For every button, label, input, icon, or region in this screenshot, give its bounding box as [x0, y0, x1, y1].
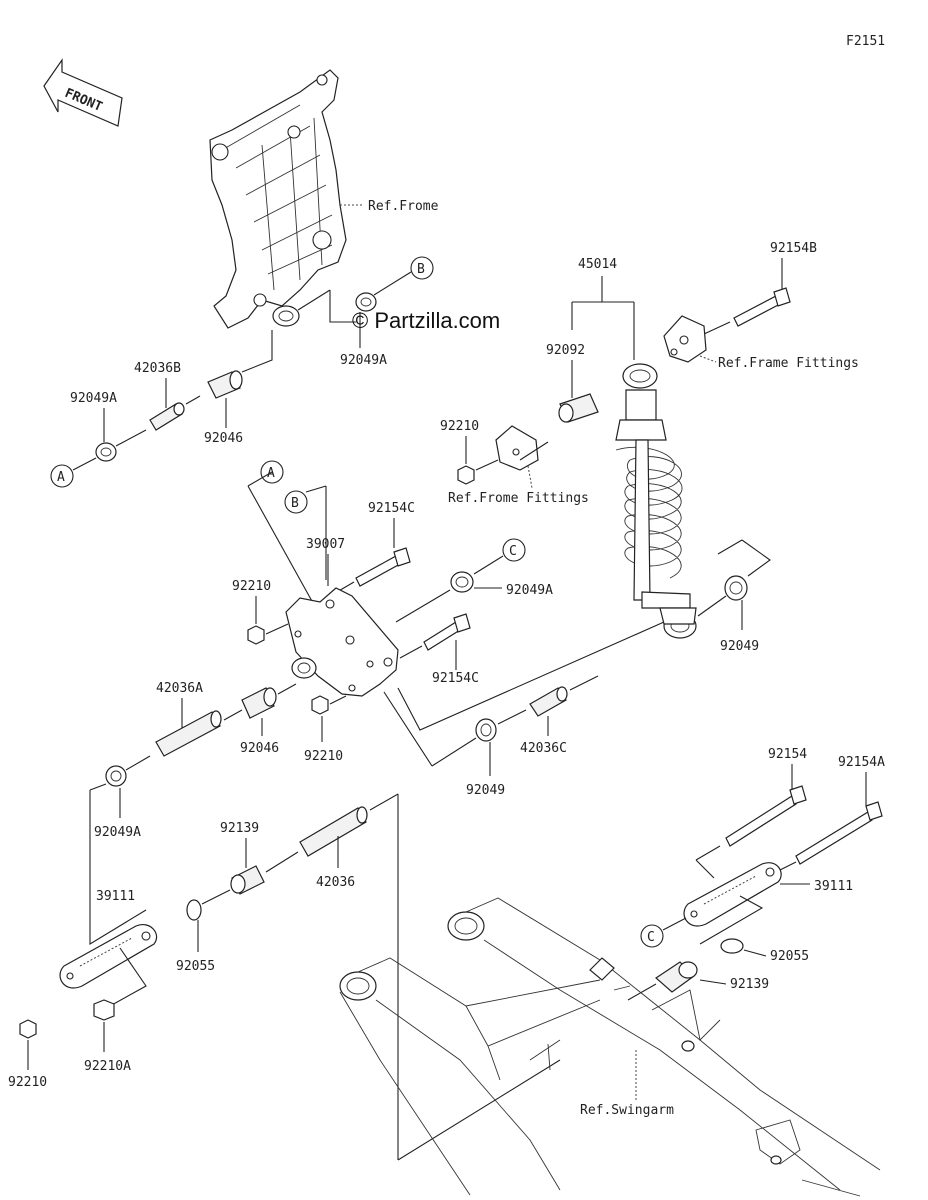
- diagram-code: F2151: [846, 34, 885, 49]
- callout-a-left-label: A: [57, 470, 65, 485]
- label-92210-lower: 92210: [304, 749, 343, 764]
- bushing-92046-top: [207, 370, 243, 399]
- label-42036B: 42036B: [134, 361, 181, 376]
- nut-92210-mid: [247, 625, 265, 645]
- oring-92055-right: [720, 938, 744, 954]
- callout-c-mid-label: C: [509, 544, 517, 559]
- callout-b-mid-label: B: [291, 496, 299, 511]
- label-92139-right: 92139: [730, 977, 769, 992]
- label-39111-right: 39111: [814, 879, 853, 894]
- nut-92210-top: [457, 465, 475, 485]
- washer-92049-center: [475, 718, 497, 742]
- callout-b-top-label: B: [417, 262, 425, 277]
- front-arrow-icon: FRONT: [43, 58, 123, 127]
- label-45014: 45014: [578, 257, 617, 272]
- bushing-92139-left: [230, 865, 265, 895]
- bolt-92154C-mid: [423, 613, 471, 651]
- label-42036: 42036: [316, 875, 355, 890]
- nut-92210-lower: [311, 695, 329, 715]
- ref-frame-fittings-upper: Ref.Frame Fittings: [718, 356, 859, 371]
- label-92055-right: 92055: [770, 949, 809, 964]
- shock-absorber-45014: [615, 363, 697, 639]
- label-92049-center: 92049: [466, 783, 505, 798]
- bushing-92139-right: [655, 961, 698, 993]
- label-42036A: 42036A: [156, 681, 203, 696]
- label-92210-top: 92210: [440, 419, 479, 434]
- label-92049-right: 92049: [720, 639, 759, 654]
- label-39007: 39007: [306, 537, 345, 552]
- label-92049A-lower: 92049A: [94, 825, 141, 840]
- label-92139-left: 92139: [220, 821, 259, 836]
- label-42036C: 42036C: [520, 741, 567, 756]
- rocker-arm-39007: [285, 587, 399, 697]
- collar-42036B: [149, 402, 185, 431]
- label-92049A-mid: 92049A: [506, 583, 553, 598]
- callout-a-mid-label: A: [267, 466, 275, 481]
- oring-92055-left: [186, 899, 202, 921]
- bolt-92154A: [795, 801, 883, 865]
- washer-92049-right: [724, 575, 748, 601]
- washer-92049A-top: [355, 292, 377, 312]
- callout-b-top: [410, 256, 434, 280]
- label-92154C-top: 92154C: [368, 501, 415, 516]
- bushing-92046-mid: [241, 687, 277, 719]
- watermark: © Partzilla.com: [352, 308, 500, 333]
- label-92154A: 92154A: [838, 755, 885, 770]
- frame-fitting-upper: [663, 315, 707, 363]
- washer-92049A-lower: [105, 765, 127, 787]
- collar-42036: [299, 806, 368, 857]
- bolt-92154C-top: [355, 547, 411, 587]
- label-92055-left: 92055: [176, 959, 215, 974]
- nut-92210-bottom: [19, 1019, 37, 1039]
- label-92210-bottom: 92210: [8, 1075, 47, 1090]
- callout-c-mid: [502, 538, 526, 562]
- bolt-92154B: [733, 287, 791, 327]
- frame-fitting-lower: [495, 425, 539, 471]
- label-92210-mid: 92210: [232, 579, 271, 594]
- label-92092: 92092: [546, 343, 585, 358]
- label-92046-mid: 92046: [240, 741, 279, 756]
- swingarm-drawing: [339, 897, 881, 1197]
- nut-92210A: [93, 999, 115, 1021]
- label-92046-top: 92046: [204, 431, 243, 446]
- bushing-92092: [558, 393, 599, 423]
- label-92154B: 92154B: [770, 241, 817, 256]
- frame-drawing: [209, 69, 362, 329]
- tie-rod-39111-right: [683, 862, 782, 927]
- washer-92049A-mid: [450, 571, 474, 593]
- ref-frame-fittings-lower: Ref.Frome Fittings: [448, 491, 589, 506]
- collar-42036A: [155, 710, 222, 757]
- bolt-92154: [725, 785, 807, 847]
- label-92154: 92154: [768, 747, 807, 762]
- label-92049A-left: 92049A: [70, 391, 117, 406]
- washer-92049A-left: [95, 442, 117, 462]
- label-92154C-mid: 92154C: [432, 671, 479, 686]
- label-92049A-top: 92049A: [340, 353, 387, 368]
- collar-42036C: [529, 686, 568, 717]
- ref-swingarm-label: Ref.Swingarm: [580, 1103, 674, 1118]
- ref-frame-label: Ref.Frome: [368, 199, 439, 214]
- callout-a-left: [50, 464, 74, 488]
- callout-c-bottom: [640, 924, 664, 948]
- callout-b-mid: [284, 490, 308, 514]
- label-39111-left: 39111: [96, 889, 135, 904]
- tie-rod-39111-left: [59, 924, 158, 989]
- callout-c-bottom-label: C: [647, 930, 655, 945]
- label-92210A: 92210A: [84, 1059, 131, 1074]
